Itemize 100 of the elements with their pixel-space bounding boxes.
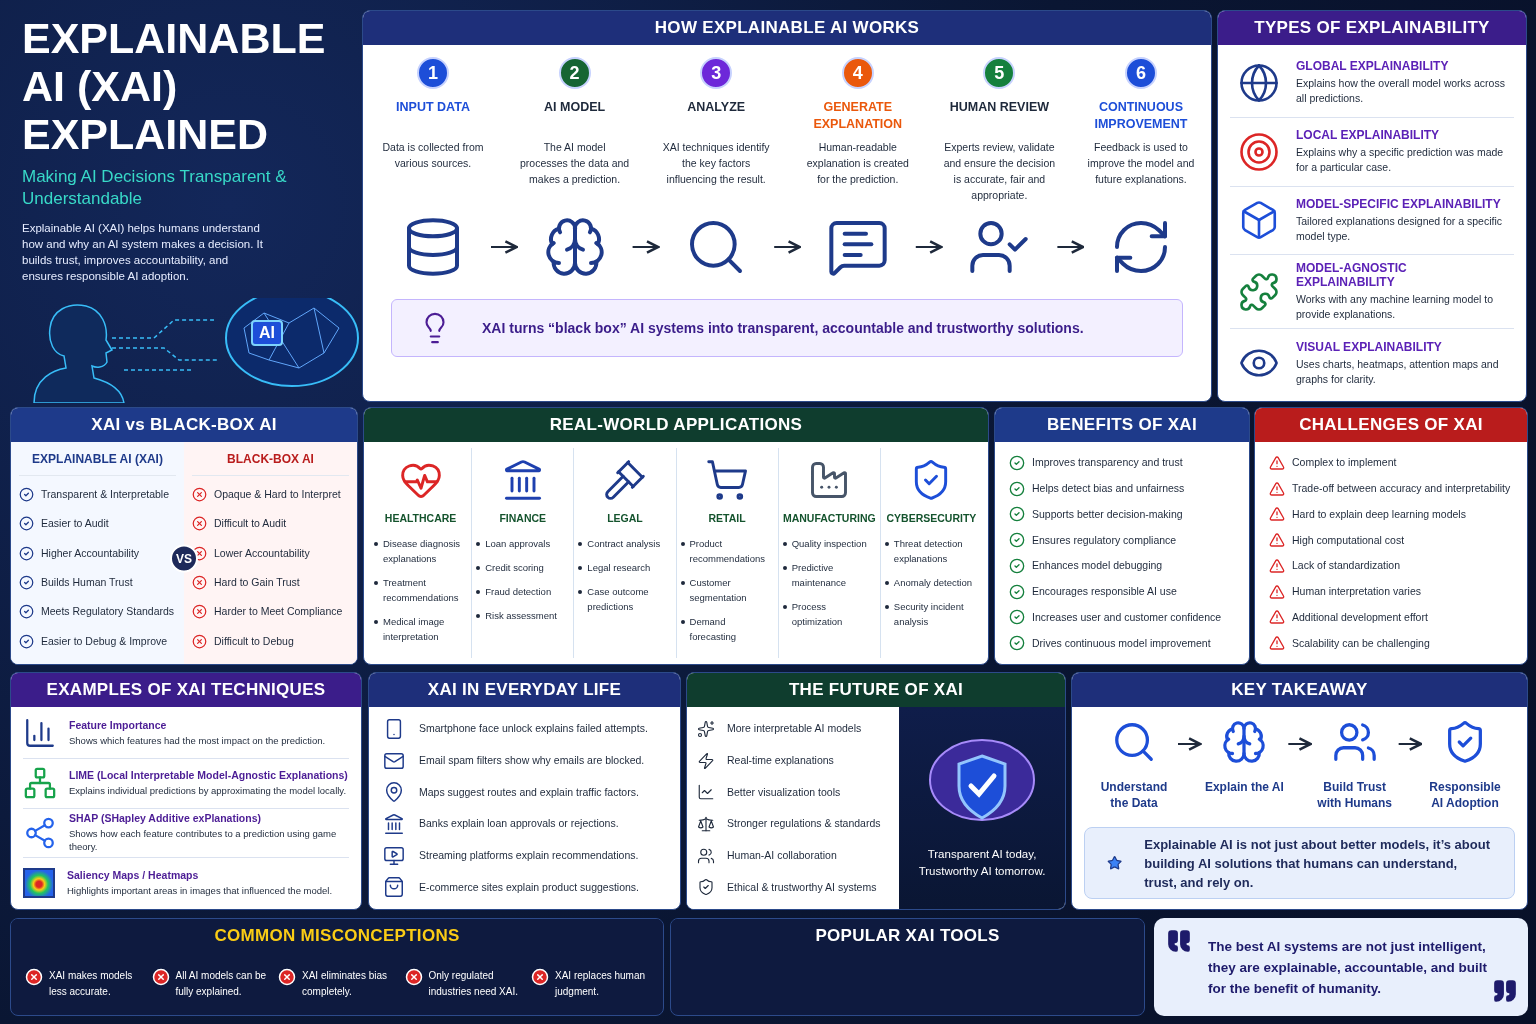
- type-heading: GLOBAL EXPLAINABILITY: [1296, 59, 1450, 74]
- step-description: Experts review, validate and ensure the decision is accurate, fair and appropriate.: [943, 140, 1056, 203]
- future-tagline: Transparent AI today, Trustworthy AI tomorrow.: [917, 847, 1047, 879]
- arrow: [773, 240, 802, 254]
- step-title: HUMAN REVIEW: [949, 99, 1050, 116]
- benefit-text: Enhances model debugging: [1032, 559, 1163, 573]
- comparison-text: Meets Regulatory Standards: [41, 605, 175, 619]
- arrow: [490, 240, 518, 254]
- misconception-text: XAI makes models less accurate.: [49, 969, 134, 999]
- step-number: 3: [700, 57, 733, 89]
- takeaway-step-text: Responsible AI Adoption: [1428, 779, 1502, 811]
- section-panel: [686, 672, 1066, 910]
- use-case-text: Legal research: [587, 561, 651, 575]
- technique-heading: LIME (Local Interpretable Model-Agnostic Explanations): [69, 769, 348, 782]
- takeaway-step-text: Build Trust with Humans: [1316, 779, 1393, 811]
- comparison-text: Lower Accountability: [214, 546, 310, 560]
- section-panel: [10, 407, 358, 665]
- sector-name: LEGAL: [607, 512, 643, 524]
- use-case-text: Predictive maintenance: [791, 561, 848, 590]
- section-heading: TYPES OF EXPLAINABILITY: [1218, 11, 1526, 45]
- challenge-text: Human interpretation varies: [1292, 585, 1421, 599]
- use-case-text: Threat detection explanations: [893, 537, 964, 566]
- sector-name: FINANCE: [499, 512, 547, 524]
- type-description: Tailored explanations designed for a specific model type.: [1296, 213, 1504, 244]
- use-case-text: Case outcome predictions: [587, 585, 650, 614]
- challenge-text: Complex to implement: [1292, 456, 1397, 470]
- comparison-text: Easier to Audit: [41, 517, 109, 531]
- use-case-text: Customer segmentation: [689, 576, 748, 605]
- step-title: INPUT DATA: [396, 99, 470, 116]
- use-case-text: Credit scoring: [485, 561, 544, 575]
- use-case-text: Security incident analysis: [893, 600, 965, 629]
- section-panel: [1071, 672, 1528, 910]
- technique-description: Explains individual predictions by approximating the model locally.: [69, 784, 348, 798]
- title: EXPLAINABLE AI (XAI) EXPLAINED: [22, 14, 327, 158]
- section-heading: CHALLENGES OF XAI: [1255, 408, 1527, 442]
- everyday-text: E-commerce sites explain product suggestions.: [419, 880, 640, 894]
- use-case-text: Quality inspection: [791, 537, 867, 551]
- type-description: Explains why a specific prediction was made for a particular case.: [1296, 145, 1505, 176]
- benefit-text: Supports better decision-making: [1032, 507, 1183, 521]
- step-number: 1: [417, 57, 449, 89]
- technique-heading: Saliency Maps / Heatmaps: [67, 868, 200, 881]
- use-case-text: Anomaly detection: [893, 576, 973, 590]
- column-heading: BLACK-BOX AI: [192, 442, 349, 476]
- comparison-text: Difficult to Debug: [214, 634, 294, 648]
- section-panel: [1217, 10, 1527, 402]
- technique-heading: SHAP (SHapley Additive exPlanations): [69, 812, 262, 825]
- arrow: [914, 240, 943, 254]
- comparison-text: Difficult to Audit: [214, 517, 287, 531]
- step-description: Data is collected from various sources.: [381, 140, 485, 171]
- section-panel: [368, 672, 681, 910]
- section-panel: [362, 10, 1212, 402]
- technique-description: Shows which features had the most impact on the prediction.: [69, 734, 326, 748]
- subtitle: Making AI Decisions Transparent & Understandable: [22, 166, 288, 210]
- use-case-text: Medical image interpretation: [383, 615, 446, 644]
- type-heading: LOCAL EXPLAINABILITY: [1296, 128, 1441, 143]
- type-description: Explains how the overall model works across all predictions.: [1296, 76, 1506, 107]
- comparison-text: Higher Accountability: [41, 546, 140, 560]
- quote-card: [1154, 918, 1528, 1016]
- step-number: 4: [841, 57, 874, 89]
- use-case-text: Loan approvals: [485, 537, 551, 551]
- section-heading: HOW EXPLAINABLE AI WORKS: [363, 11, 1211, 45]
- everyday-text: Banks explain loan approvals or rejections.: [419, 817, 619, 831]
- use-case-text: Disease diagnosis explanations: [383, 537, 462, 566]
- benefit-text: Helps detect bias and unfairness: [1032, 482, 1185, 496]
- future-text: More interpretable AI models: [727, 722, 862, 736]
- step-description: Feedback is used to improve the model and future explanations.: [1086, 140, 1196, 187]
- misconception-text: XAI eliminates bias completely.: [302, 969, 389, 999]
- arrow: [1287, 737, 1312, 751]
- benefit-text: Improves transparency and trust: [1032, 456, 1183, 470]
- quote-text: The best AI systems are not just intelligent, they are explainable, accountable, and built for the benefit of humanity.: [1208, 937, 1489, 998]
- comparison-text: Hard to Gain Trust: [214, 576, 300, 590]
- everyday-text: Email spam filters show why emails are blocked.: [419, 754, 645, 767]
- use-case-text: Contract analysis: [587, 537, 661, 551]
- step-title: CONTINUOUS IMPROVEMENT: [1093, 99, 1189, 133]
- takeaway-step-text: Explain the AI: [1204, 779, 1284, 795]
- section-panel: [10, 672, 362, 910]
- step-title: ANALYZE: [687, 99, 746, 116]
- step-title: GENERATE EXPLANATION: [812, 99, 904, 133]
- takeaway-callout: [1084, 827, 1515, 899]
- step-number: 6: [1124, 57, 1157, 89]
- section-heading: BENEFITS OF XAI: [995, 408, 1249, 442]
- step-number: 5: [983, 57, 1016, 89]
- banner-text: XAI turns “black box” AI systems into transparent, accountable and trustworthy solutions.: [482, 320, 1084, 336]
- step-description: Human-readable explanation is created for the prediction.: [805, 140, 910, 187]
- everyday-text: Smartphone face unlock explains failed attempts.: [419, 722, 648, 736]
- section-heading: EXAMPLES OF XAI TECHNIQUES: [11, 673, 361, 707]
- comparison-text: Easier to Debug & Improve: [41, 634, 168, 648]
- sector-name: CYBERSECURITY: [886, 512, 977, 524]
- comparison-text: Builds Human Trust: [41, 576, 133, 590]
- type-heading: VISUAL EXPLAINABILITY: [1296, 339, 1443, 354]
- arrow: [631, 240, 660, 254]
- column-heading: EXPLAINABLE AI (XAI): [19, 442, 176, 476]
- section-panel: [670, 918, 1145, 1016]
- section-panel: [994, 407, 1250, 665]
- arrow: [1177, 737, 1202, 751]
- sector-name: MANUFACTURING: [782, 512, 876, 524]
- section-panel: [1254, 407, 1528, 665]
- type-heading: MODEL-AGNOSTIC EXPLAINABILITY: [1296, 261, 1408, 290]
- use-case-text: Risk assessment: [485, 609, 557, 623]
- future-text: Ethical & trustworthy AI systems: [727, 880, 877, 894]
